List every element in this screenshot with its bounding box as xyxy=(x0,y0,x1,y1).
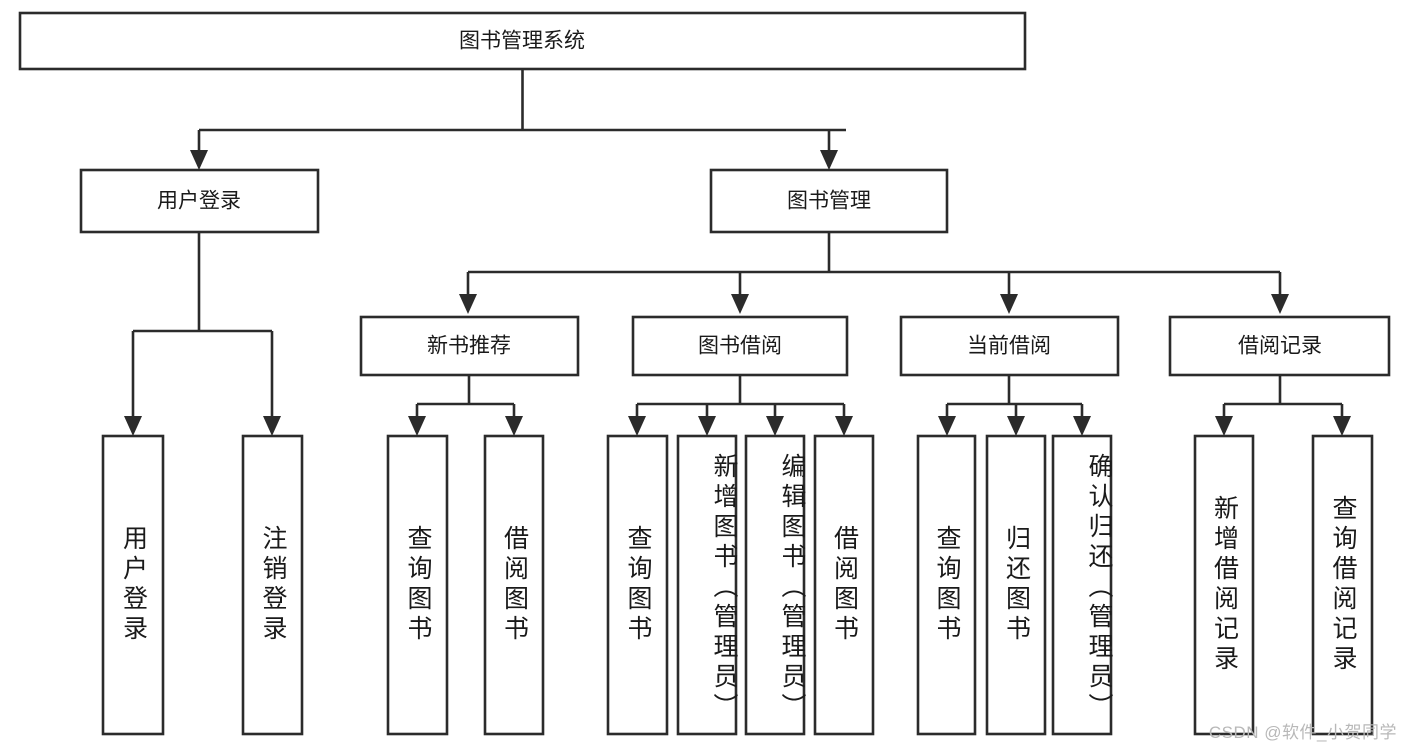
arrow-to-leaf-query-book-2 xyxy=(628,416,646,436)
arrow-to-leaf-confirm-return-admin xyxy=(1073,416,1091,436)
node-leaf-add-borrow-record-box[interactable] xyxy=(1193,434,1255,736)
node-book-borrow-label: 图书借阅 xyxy=(698,335,782,358)
arrow-to-leaf-query-book-1 xyxy=(408,416,426,436)
node-new-book-recommend-box[interactable] xyxy=(359,315,580,377)
arrow-to-current-borrow xyxy=(1000,294,1018,314)
node-leaf-query-book-3-box[interactable] xyxy=(916,434,977,736)
node-leaf-query-borrow-record-box[interactable] xyxy=(1311,434,1374,736)
arrow-to-leaf-logout-login xyxy=(263,416,281,436)
node-leaf-user-login-box[interactable] xyxy=(101,434,165,736)
arrow-to-borrow-record xyxy=(1271,294,1289,314)
arrow-to-leaf-edit-book-admin xyxy=(766,416,784,436)
node-root-label: 图书管理系统 xyxy=(459,30,585,53)
node-new-book-recommend-label: 新书推荐 xyxy=(427,335,511,358)
arrow-to-leaf-return-book xyxy=(1007,416,1025,436)
arrow-to-leaf-query-book-3 xyxy=(938,416,956,436)
node-leaf-query-book-1-box[interactable] xyxy=(386,434,449,736)
node-root-box[interactable] xyxy=(18,11,1027,71)
edges-group xyxy=(124,69,1351,436)
node-leaf-confirm-return-admin-box[interactable] xyxy=(1051,434,1113,736)
watermark-text: CSDN @软件_小贺同学 xyxy=(1208,723,1397,742)
arrow-to-leaf-query-borrow-record xyxy=(1333,416,1351,436)
arrow-to-leaf-borrow-book-2 xyxy=(835,416,853,436)
arrow-to-new-book-recommend xyxy=(459,294,477,314)
node-leaf-borrow-book-2-box[interactable] xyxy=(813,434,875,736)
arrow-root-to-user-login xyxy=(190,150,208,170)
node-leaf-edit-book-admin-box[interactable] xyxy=(744,434,806,736)
arrow-to-leaf-user-login xyxy=(124,416,142,436)
node-user-login-box[interactable] xyxy=(79,168,320,234)
node-user-login-label: 用户登录 xyxy=(157,190,241,213)
node-leaf-borrow-book-1-box[interactable] xyxy=(483,434,545,736)
node-book-borrow-box[interactable] xyxy=(631,315,849,377)
arrow-to-leaf-add-book-admin xyxy=(698,416,716,436)
node-leaf-add-book-admin-box[interactable] xyxy=(676,434,738,736)
arrow-to-leaf-borrow-book-1 xyxy=(505,416,523,436)
node-leaf-query-book-2-box[interactable] xyxy=(606,434,669,736)
arrow-to-leaf-add-borrow-record xyxy=(1215,416,1233,436)
arrow-to-book-borrow xyxy=(731,294,749,314)
node-current-borrow-box[interactable] xyxy=(899,315,1120,377)
node-current-borrow-label: 当前借阅 xyxy=(967,335,1051,358)
node-borrow-record-label: 借阅记录 xyxy=(1238,335,1322,358)
node-leaf-return-book-box[interactable] xyxy=(985,434,1047,736)
arrow-root-to-book-manage xyxy=(820,150,838,170)
node-book-manage-box[interactable] xyxy=(709,168,949,234)
nodes-group: 图书管理系统 用户登录 图书管理 新书推荐 图书借阅 当前借阅 借阅记录 xyxy=(18,11,1391,736)
node-borrow-record-box[interactable] xyxy=(1168,315,1391,377)
node-book-manage-label: 图书管理 xyxy=(787,190,871,213)
node-leaf-logout-login-box[interactable] xyxy=(241,434,304,736)
